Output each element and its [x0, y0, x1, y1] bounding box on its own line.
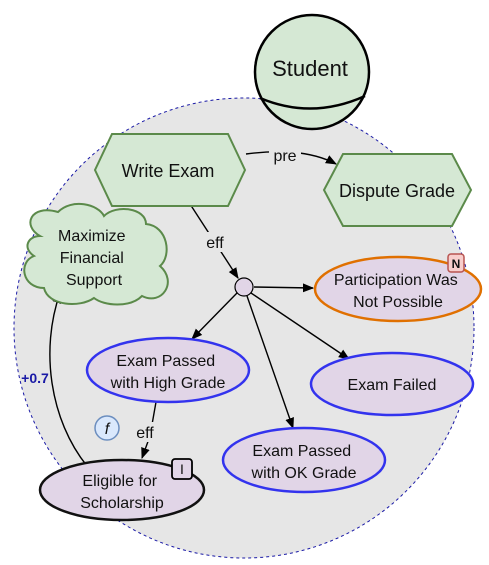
contribution-label: +0.7	[21, 370, 49, 386]
outcome-eligible-line: Scholarship	[80, 495, 164, 512]
softgoal-cloud-shape	[23, 202, 169, 306]
eff-top-label-bg	[201, 232, 229, 252]
outcome-np-shape	[313, 255, 483, 323]
outcome-ok-line: Exam Passed	[252, 443, 351, 460]
eff-bottom-label-bg	[130, 422, 160, 442]
function-icon-label: f	[105, 421, 111, 438]
outcome-eligible-label: Eligible for Scholarship	[80, 473, 164, 512]
softgoal-maximize-financial-support[interactable]: Maximize Financial Support	[23, 202, 169, 306]
outcome-participation-not-possible[interactable]: Participation Was Not Possible N	[313, 253, 483, 323]
outcome-eligible-badge	[171, 458, 193, 480]
outcome-np-line: Participation Was	[334, 272, 458, 289]
links: pre eff eff +0.7	[21, 146, 350, 467]
task-dispute-grade[interactable]: Dispute Grade	[322, 153, 473, 227]
function-icon[interactable]: f	[94, 415, 120, 441]
outcome-eligible-line: Eligible for	[82, 473, 157, 490]
outcome-failed-label: Exam Failed	[348, 377, 437, 394]
outcome-high-line: Exam Passed	[116, 353, 215, 370]
outcome-exam-failed[interactable]: Exam Failed	[309, 351, 475, 417]
outcome-np-badge-label: N	[452, 257, 461, 271]
function-icon-circle	[94, 415, 120, 441]
actor-arc	[259, 94, 366, 110]
actor-circle	[253, 13, 371, 131]
outcome-high-label: Exam Passed with High Grade	[110, 353, 226, 392]
branch-to-not-possible[interactable]	[253, 283, 315, 293]
eff-bottom-label: eff	[136, 425, 154, 442]
outcome-eligible-scholarship[interactable]: Eligible for Scholarship I	[38, 458, 206, 522]
task-write-exam-label: Write Exam	[122, 161, 215, 181]
task-write-exam[interactable]: Write Exam	[93, 133, 247, 207]
branch-node[interactable]	[234, 277, 254, 297]
task-dispute-grade-shape	[322, 153, 473, 227]
branch-to-high-grade[interactable]	[191, 292, 238, 340]
eff-top-label: eff	[206, 235, 224, 252]
outcome-failed-shape	[309, 351, 475, 417]
outcome-eligible-shape	[38, 458, 206, 522]
actor-student[interactable]: Student	[253, 13, 371, 131]
outcome-exam-passed-ok[interactable]: Exam Passed with OK Grade	[221, 426, 387, 494]
outcome-ok-label: Exam Passed with OK Grade	[251, 443, 357, 482]
task-write-exam-shape	[93, 133, 247, 207]
outcome-high-shape	[85, 336, 251, 404]
task-dispute-grade-label: Dispute Grade	[339, 181, 455, 201]
softgoal-line: Maximize	[58, 228, 126, 245]
outcome-exam-passed-high[interactable]: Exam Passed with High Grade	[85, 336, 251, 404]
branch-to-ok-grade[interactable]	[246, 295, 294, 430]
outcome-np-label: Participation Was Not Possible	[334, 272, 462, 311]
softgoal-line: Financial	[60, 250, 124, 267]
pre-label-bg	[269, 146, 301, 164]
branch-to-failed[interactable]	[250, 292, 350, 360]
outcome-np-badge	[447, 253, 465, 273]
softgoal-line: Support	[66, 272, 123, 289]
outcome-ok-shape	[221, 426, 387, 494]
pre-label: pre	[273, 148, 296, 165]
outcome-ok-line: with OK Grade	[251, 465, 357, 482]
outcome-high-line: with High Grade	[110, 375, 226, 392]
actor-name: Student	[272, 56, 348, 81]
softgoal-label: Maximize Financial Support	[58, 228, 130, 289]
outcome-np-line: Not Possible	[353, 294, 443, 311]
outcome-eligible-badge-label: I	[180, 461, 184, 477]
contribution-link[interactable]	[49, 291, 88, 467]
